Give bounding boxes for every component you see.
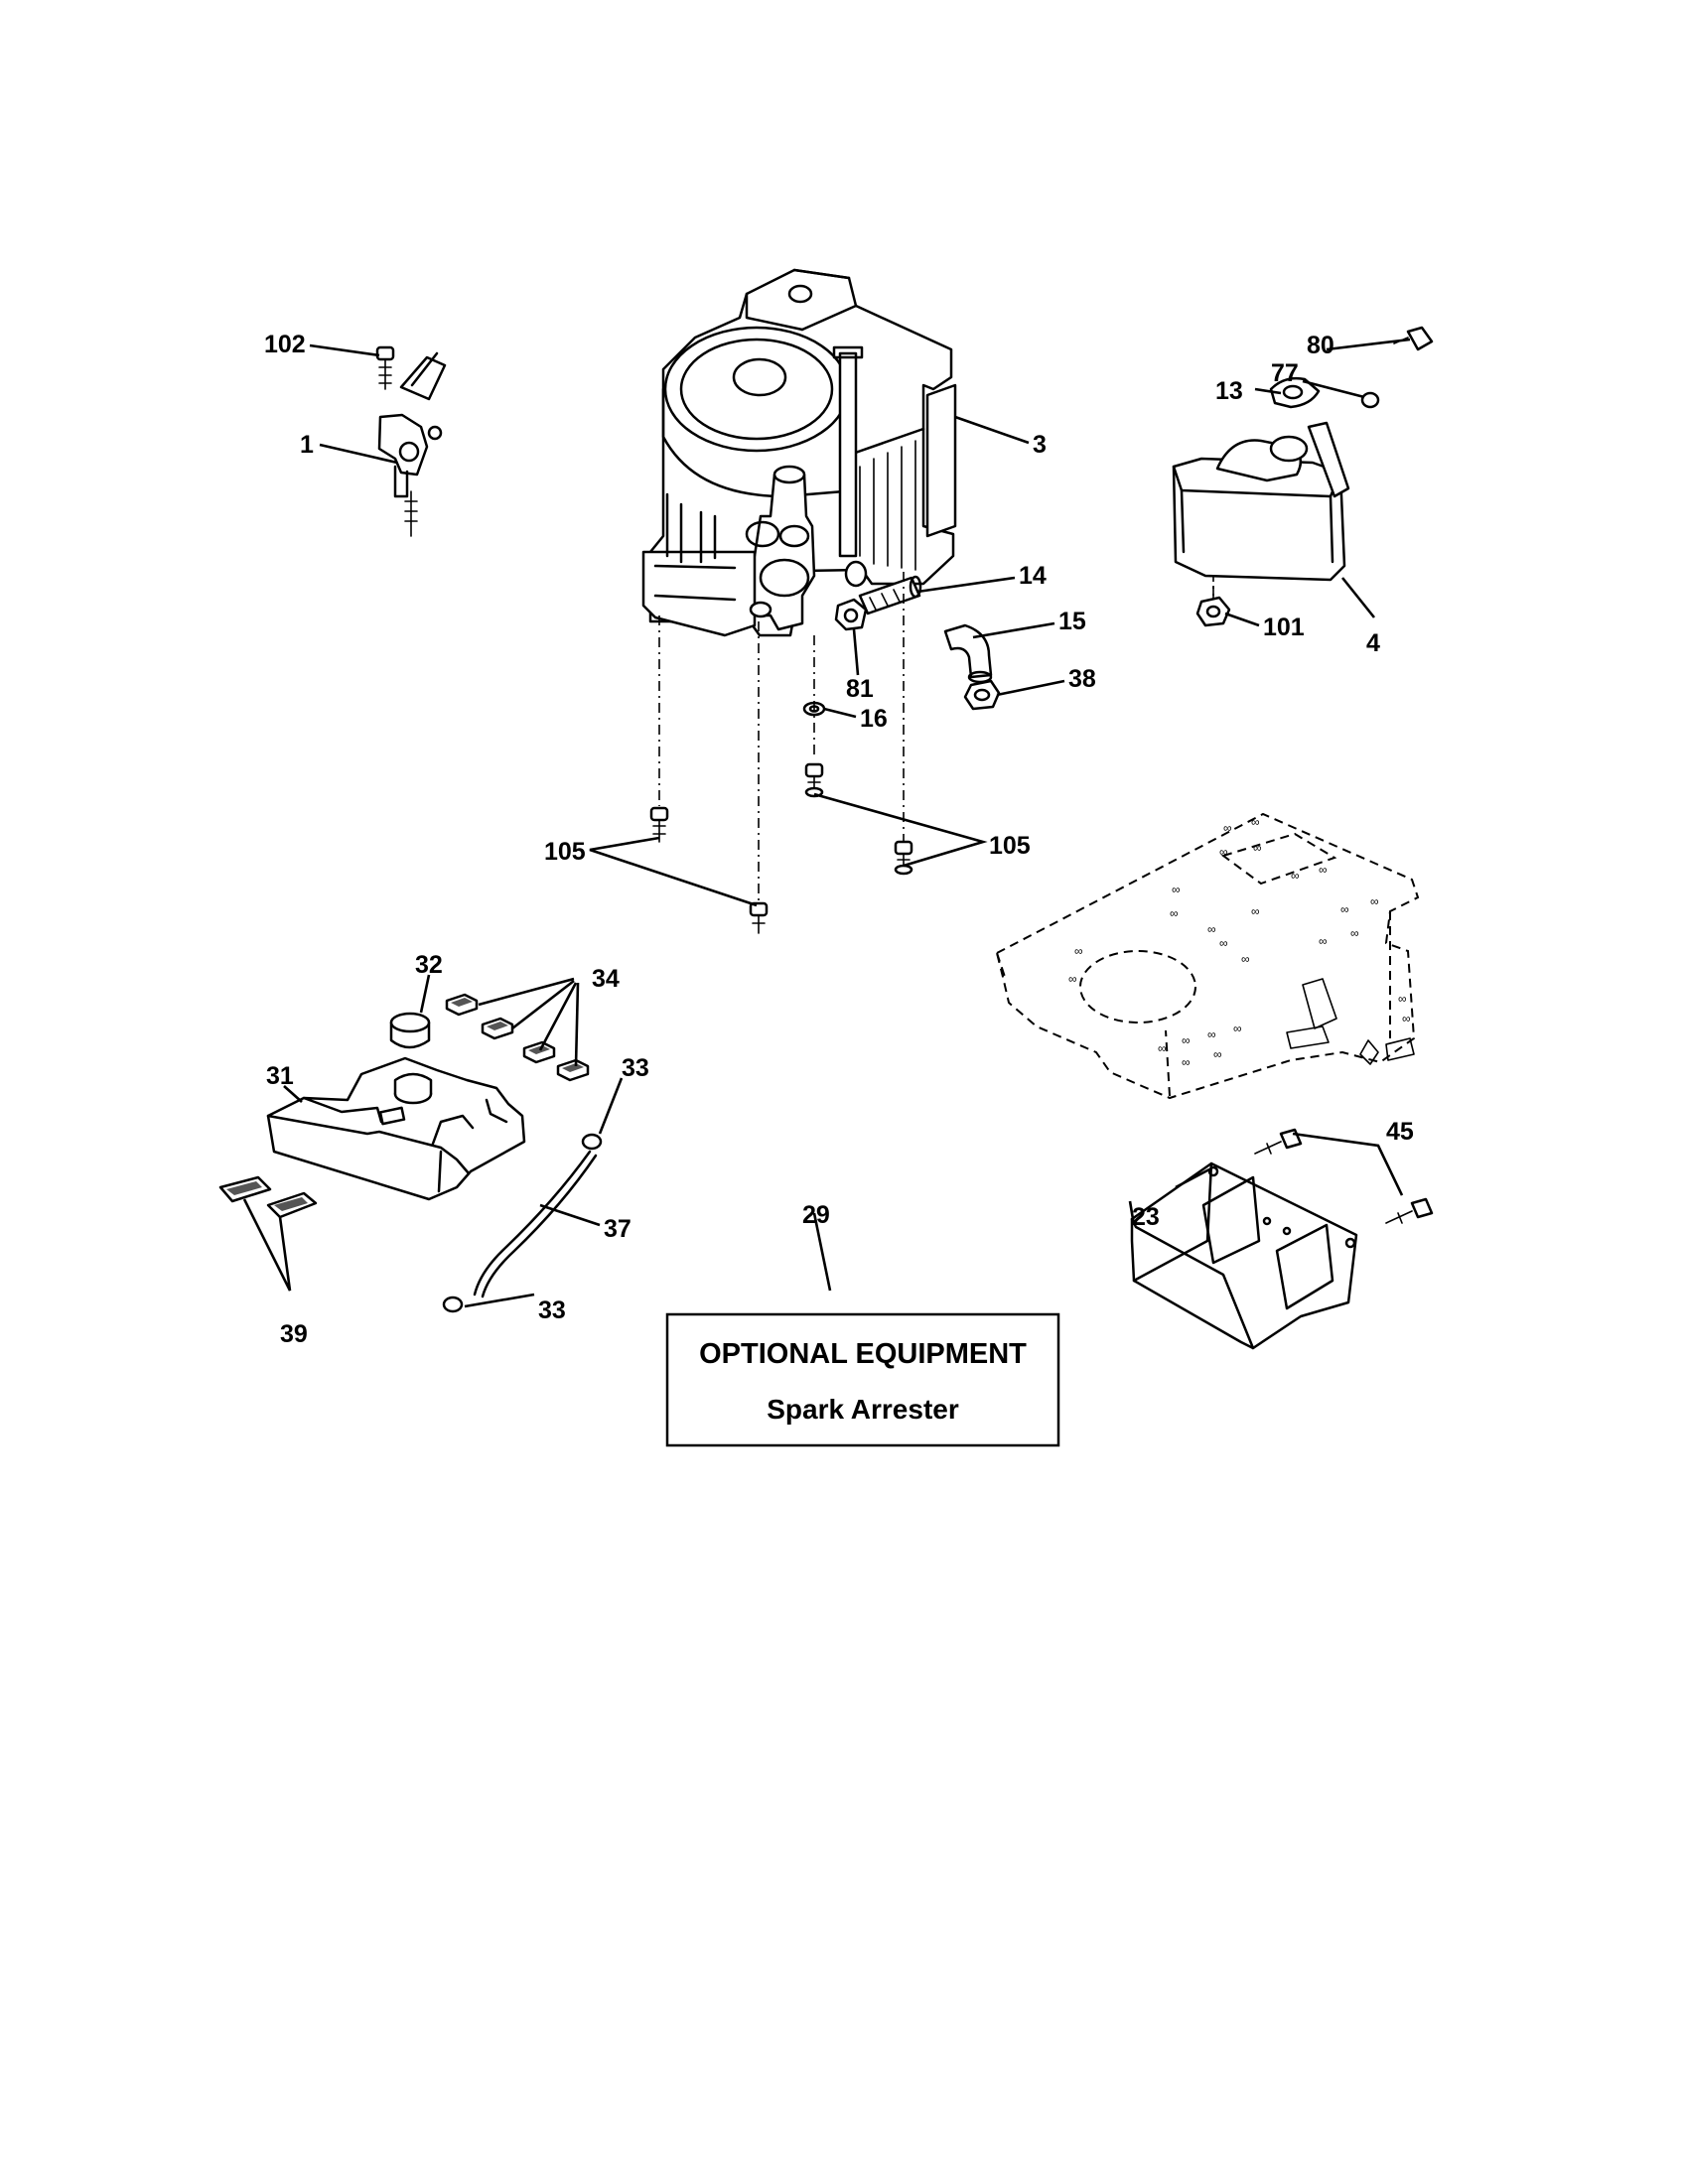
chassis-frame-outline: ∞ ∞ ∞ ∞ ∞ ∞ ∞ ∞ ∞ ∞ ∞ ∞ ∞ ∞ ∞ ∞ ∞ ∞ ∞ ∞ … <box>995 812 1420 1100</box>
svg-text:∞: ∞ <box>1340 902 1349 916</box>
callout-29: 29 <box>802 1201 830 1229</box>
callout-labels: 102 1 3 14 15 81 38 16 105 105 80 77 13 … <box>264 331 1414 1348</box>
callout-102: 102 <box>264 331 306 358</box>
bolt-105-d <box>749 901 769 934</box>
callout-31: 31 <box>266 1062 294 1090</box>
svg-text:∞: ∞ <box>1319 934 1328 948</box>
callout-77: 77 <box>1271 359 1299 387</box>
throttle-control-assembly <box>377 351 447 537</box>
exhaust-elbow <box>943 623 993 684</box>
nut-101 <box>1195 586 1231 627</box>
svg-text:∞: ∞ <box>1213 1047 1222 1061</box>
svg-text:∞: ∞ <box>1251 904 1260 918</box>
shroud-31 <box>266 1056 526 1201</box>
callout-81: 81 <box>846 675 874 703</box>
fuel-hose-37 <box>473 1150 598 1298</box>
callout-105-left: 105 <box>544 838 586 866</box>
callout-14: 14 <box>1019 562 1047 590</box>
callout-32: 32 <box>415 951 443 979</box>
callout-37: 37 <box>604 1215 632 1243</box>
svg-text:∞: ∞ <box>1172 883 1181 896</box>
cap-32 <box>389 1012 431 1049</box>
leader-lines <box>242 338 1411 1308</box>
svg-text:∞: ∞ <box>1223 821 1232 835</box>
svg-text:∞: ∞ <box>1207 922 1216 936</box>
svg-text:∞: ∞ <box>1182 1033 1191 1047</box>
frame-holes: ∞ ∞ ∞ ∞ ∞ ∞ ∞ ∞ ∞ ∞ ∞ ∞ ∞ ∞ ∞ ∞ ∞ ∞ ∞ ∞ … <box>1068 815 1411 1069</box>
foam-pads-34 <box>445 993 590 1082</box>
locknut-81 <box>834 598 868 631</box>
callout-45: 45 <box>1386 1118 1414 1146</box>
callout-34: 34 <box>592 965 620 993</box>
bolt-105-a <box>649 806 669 843</box>
exhaust-nut-38 <box>963 679 1001 711</box>
optional-equipment-box: OPTIONAL EQUIPMENT Spark Arrester <box>665 1312 1060 1447</box>
callout-105-right: 105 <box>989 832 1031 860</box>
svg-text:∞: ∞ <box>1219 845 1228 859</box>
callout-3: 3 <box>1033 431 1047 459</box>
callout-38: 38 <box>1068 665 1096 693</box>
callout-15: 15 <box>1058 608 1086 635</box>
svg-text:∞: ∞ <box>1291 869 1300 883</box>
muffler-gasket-13 <box>1269 376 1321 409</box>
callout-16: 16 <box>860 705 888 733</box>
lockwasher-77 <box>1360 391 1380 409</box>
bolt-105-c <box>894 840 913 876</box>
foam-strips-39 <box>218 1175 318 1219</box>
bolt-80 <box>1393 326 1434 351</box>
callout-80: 80 <box>1307 332 1334 359</box>
svg-text:∞: ∞ <box>1402 1012 1411 1025</box>
svg-text:∞: ∞ <box>1370 894 1379 908</box>
svg-text:∞: ∞ <box>1253 841 1262 855</box>
callout-23: 23 <box>1132 1203 1160 1231</box>
svg-text:∞: ∞ <box>1219 936 1228 950</box>
bolt-105-b <box>804 762 824 798</box>
throttle-screw <box>375 345 395 390</box>
callout-39: 39 <box>280 1320 308 1348</box>
optional-equipment-title: OPTIONAL EQUIPMENT <box>699 1338 1027 1370</box>
svg-text:∞: ∞ <box>1350 926 1359 940</box>
engine-assembly <box>641 268 957 637</box>
svg-text:∞: ∞ <box>1068 972 1077 986</box>
callout-33-top: 33 <box>622 1054 649 1082</box>
callout-4: 4 <box>1366 629 1380 657</box>
callout-101: 101 <box>1263 614 1305 641</box>
svg-text:∞: ∞ <box>1170 906 1179 920</box>
hose-clamp-33-bottom <box>442 1296 464 1313</box>
svg-text:∞: ∞ <box>1182 1055 1191 1069</box>
svg-text:∞: ∞ <box>1398 992 1407 1006</box>
heat-shield-23 <box>1130 1161 1358 1350</box>
svg-text:∞: ∞ <box>1319 863 1328 877</box>
svg-text:∞: ∞ <box>1241 952 1250 966</box>
svg-text:∞: ∞ <box>1251 815 1260 829</box>
callout-1: 1 <box>300 431 314 459</box>
callout-33-bottom: 33 <box>538 1297 566 1324</box>
svg-text:∞: ∞ <box>1207 1027 1216 1041</box>
svg-text:∞: ∞ <box>1233 1022 1242 1035</box>
muffler <box>1172 421 1350 582</box>
optional-equipment-subtitle: Spark Arrester <box>767 1394 959 1425</box>
hose-clamp-33-top <box>581 1133 603 1151</box>
callout-13: 13 <box>1215 377 1243 405</box>
svg-text:∞: ∞ <box>1158 1041 1167 1055</box>
engine-mounting-bolts <box>649 762 913 934</box>
svg-text:∞: ∞ <box>1074 944 1083 958</box>
